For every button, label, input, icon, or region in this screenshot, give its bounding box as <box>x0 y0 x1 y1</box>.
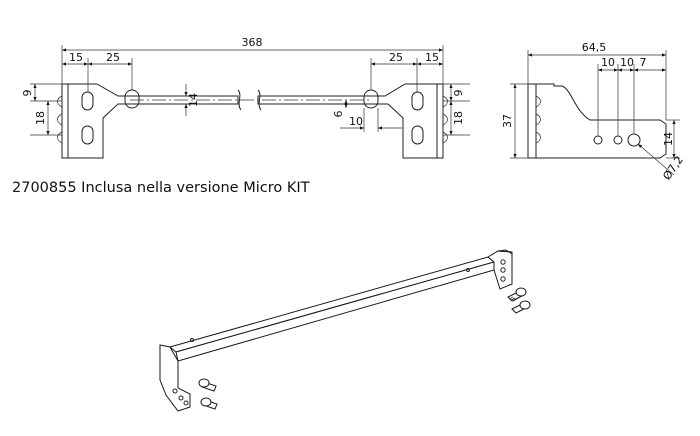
top-view-bracket <box>57 83 448 159</box>
dimension-overall: 368 <box>61 36 444 84</box>
dim-side-10b: 10 <box>620 56 634 69</box>
dimension-right-side: 9 18 <box>443 83 470 136</box>
dim-left-9: 9 <box>21 90 34 97</box>
dim-right-15: 15 <box>425 51 439 64</box>
dim-left-18: 18 <box>34 111 47 125</box>
side-view-bracket <box>527 83 667 159</box>
dimension-side-holes: 10 10 7 <box>597 56 666 136</box>
dimension-hole-diameter: Ø7,2 <box>637 143 686 183</box>
bracket-perspective <box>159 249 531 412</box>
product-caption: 2700855 Inclusa nella versione Micro KIT <box>12 180 310 196</box>
dimension-right-top: 25 15 <box>370 51 443 92</box>
dim-64-5: 64,5 <box>582 41 607 54</box>
dimension-center-height: 14 <box>178 84 205 116</box>
dim-side-10a: 10 <box>601 56 615 69</box>
dim-37: 37 <box>501 114 514 128</box>
dim-368: 368 <box>242 36 263 49</box>
dimension-left-side: 9 18 <box>21 83 62 136</box>
screw-icon <box>511 300 531 314</box>
dim-left-25: 25 <box>106 51 120 64</box>
screw-icon <box>507 287 527 302</box>
dimension-slot: 6 10 <box>332 100 402 132</box>
dimension-side-small-height: 14 <box>662 119 680 159</box>
dim-slot-10: 10 <box>349 115 363 128</box>
dim-slot-6: 6 <box>332 111 345 118</box>
dimension-left-top: 15 25 <box>62 51 133 92</box>
dim-center-14: 14 <box>187 93 200 107</box>
dim-side-7: 7 <box>640 56 647 69</box>
dimension-side-width: 64,5 <box>527 41 667 120</box>
screw-icon <box>198 378 217 392</box>
dim-right-25: 25 <box>389 51 403 64</box>
dim-diameter: Ø7,2 <box>660 154 686 183</box>
screw-icon <box>200 397 218 410</box>
dim-left-15: 15 <box>69 51 83 64</box>
dim-side-14: 14 <box>662 132 675 146</box>
dimension-side-height: 37 <box>501 83 528 159</box>
dim-right-9: 9 <box>452 90 465 97</box>
dim-right-18: 18 <box>452 111 465 125</box>
